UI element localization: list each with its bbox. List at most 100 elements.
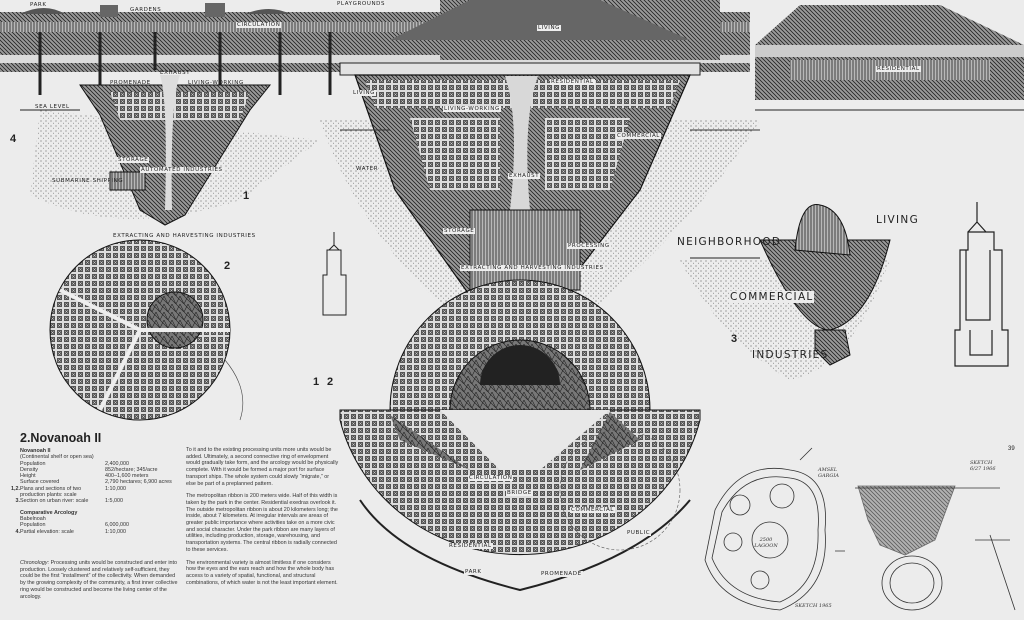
spec-row: Babelnoah bbox=[6, 516, 172, 522]
label-extracting-4: EXTRACTING AND HARVESTING INDUSTRIES bbox=[113, 233, 256, 239]
label-park-plan: PARK bbox=[464, 569, 483, 575]
sketch-section-and-plan bbox=[855, 485, 1016, 611]
body-paragraph: The metropolitan ribbon is 200 meters wi… bbox=[186, 493, 338, 553]
empire-state-comparison-small bbox=[322, 232, 347, 316]
plan-1-2-metropolitan-ribbon bbox=[339, 279, 701, 592]
figure-number-4: 4 bbox=[10, 133, 17, 145]
specs-subheading: (Continental shelf or open sea) bbox=[20, 454, 94, 461]
chronology-lead: Chronology: bbox=[20, 560, 50, 566]
label-exhaust-4: EXHAUST bbox=[160, 70, 191, 76]
section-4-production-plant bbox=[20, 75, 320, 226]
spec-row: 1,2.Plans and sections of two production… bbox=[6, 486, 172, 499]
spec-cell: Section on urban river: scale bbox=[20, 498, 89, 505]
label-automated-industries: AUTOMATED INDUSTRIES bbox=[140, 167, 224, 173]
label-neighborhood: NEIGHBORHOOD bbox=[677, 236, 782, 248]
spec-row: 4.Partial elevation: scale 1:10,000 bbox=[6, 529, 172, 535]
figure-number-1: 1 bbox=[243, 190, 250, 202]
figure-number-2: 2 bbox=[224, 260, 231, 272]
spec-row: Novanoah II bbox=[6, 448, 172, 454]
spec-row: Density 852/hectare; 345/acre bbox=[6, 467, 172, 473]
partial-elevation-4 bbox=[0, 0, 750, 95]
spec-cell: 6,000,000 bbox=[105, 522, 129, 529]
spec-cell: Population bbox=[20, 522, 46, 529]
spec-cell: 4. bbox=[15, 528, 21, 535]
spec-row: Population 2,400,000 bbox=[6, 461, 172, 467]
chronology-body: Processing units would be constructed an… bbox=[20, 560, 178, 600]
spec-cell: 2,400,000 bbox=[105, 460, 129, 467]
spec-cell: Partial elevation: scale bbox=[20, 528, 74, 535]
spec-cell: Density bbox=[20, 466, 38, 473]
label-playgrounds: PLAYGROUNDS bbox=[336, 1, 387, 7]
spec-cell: Surface covered bbox=[20, 479, 60, 486]
label-water: WATER bbox=[356, 166, 379, 172]
spec-cell: 1:10,000 bbox=[105, 528, 126, 535]
spec-cell: 400–1,600 meters bbox=[105, 473, 149, 480]
body-paragraph: The environmental variety is almost limi… bbox=[186, 559, 338, 586]
sketch-note-1966: SKETCH 6/27 1966 bbox=[970, 460, 996, 472]
comparative-heading: Comparative Arcology bbox=[20, 509, 78, 516]
label-commercial-1: COMMERCIAL bbox=[616, 133, 661, 139]
label-living-elevation: LIVING bbox=[537, 25, 562, 31]
label-processing: PROCESSING bbox=[567, 243, 611, 249]
label-promenade-4: PROMENADE bbox=[110, 80, 151, 86]
label-circulation: CIRCULATION bbox=[236, 22, 282, 28]
spec-row: Comparative Arcology bbox=[6, 510, 172, 516]
spec-cell: 852/hectare; 345/acre bbox=[105, 466, 158, 473]
label-extracting-1: EXTRACTING AND HARVESTING INDUSTRIES bbox=[460, 265, 605, 271]
chronology-paragraph: Chronology: Processing units would be co… bbox=[20, 560, 178, 600]
figure-number-2-plan: 2 bbox=[327, 376, 334, 388]
spec-cell: 2,790 hectares; 6,900 acres bbox=[105, 479, 172, 486]
label-park: PARK bbox=[30, 2, 47, 8]
spec-row: 3.Section on urban river: scale 1:5,000 bbox=[6, 498, 172, 504]
label-residential-plan: RESIDENTIAL bbox=[448, 543, 493, 549]
label-storage-4: STORAGE bbox=[117, 157, 150, 163]
spec-row: (Continental shelf or open sea) bbox=[6, 454, 172, 460]
sketch-note-lagoon: 2500 LAGOON bbox=[754, 537, 778, 549]
label-submarine-shipping: SUBMARINE SHIPPING bbox=[52, 178, 124, 184]
label-public: PUBLIC bbox=[626, 530, 652, 536]
figure-number-1-plan: 1 bbox=[313, 376, 320, 388]
specs-table: Novanoah II (Continental shelf or open s… bbox=[6, 448, 172, 535]
label-living-working-4: LIVING-WORKING bbox=[188, 80, 244, 86]
sketch-note-1965: SKETCH 1965 bbox=[795, 603, 832, 609]
figure-number-3: 3 bbox=[731, 333, 738, 345]
label-commercial-plan: COMMERCIAL bbox=[570, 507, 615, 513]
label-residential-1: RESIDENTIAL bbox=[550, 79, 595, 85]
page-number: 39 bbox=[1008, 446, 1015, 452]
spec-cell: Plans and sections of two production pla… bbox=[20, 485, 82, 499]
spec-cell: Height bbox=[20, 473, 36, 480]
label-living-3: LIVING bbox=[876, 214, 920, 226]
body-text-column: To it and to the existing processing uni… bbox=[186, 447, 340, 592]
spec-cell: 1:10,000 bbox=[105, 485, 126, 492]
spec-cell: 1,2. bbox=[11, 485, 20, 492]
label-living-working-1: LIVING-WORKING bbox=[443, 106, 501, 112]
spec-cell: Population bbox=[20, 460, 46, 467]
label-exhaust-1: EXHAUST bbox=[508, 173, 541, 179]
specs-heading: Novanoah II bbox=[20, 448, 51, 454]
sketch-note-amsel: AMSEL GARGIA bbox=[818, 467, 839, 479]
label-commercial-3: COMMERCIAL bbox=[730, 291, 814, 303]
label-industries: INDUSTRIES bbox=[752, 349, 829, 361]
section-1-production-plant bbox=[320, 62, 760, 331]
spec-cell: 1:5,000 bbox=[105, 498, 123, 505]
spec-row: Population 6,000,000 bbox=[6, 522, 172, 528]
spec-row: Surface covered 2,790 hectares; 6,900 acr… bbox=[6, 479, 172, 485]
label-storage-1: STORAGE bbox=[443, 228, 476, 234]
label-sea-level: SEA LEVEL bbox=[35, 104, 70, 110]
body-paragraph: To it and to the existing processing uni… bbox=[186, 447, 339, 487]
section-3-urban-river bbox=[680, 204, 891, 380]
plan-2-circular bbox=[49, 239, 244, 421]
label-gardens: GARDENS bbox=[130, 7, 162, 13]
spec-row: Height 400–1,600 meters bbox=[6, 473, 172, 479]
empire-state-comparison-large bbox=[954, 202, 1009, 367]
label-living-1: LIVING bbox=[352, 90, 377, 96]
label-promenade-plan: PROMENADE bbox=[540, 571, 583, 577]
label-residential-tower: RESIDENTIAL bbox=[876, 66, 921, 72]
label-bridge: BRIDGE bbox=[506, 490, 533, 496]
sketch-plan-lagoon bbox=[704, 447, 845, 611]
residential-tower-elevation bbox=[755, 5, 1024, 111]
label-circulation-plan: CIRCULATION bbox=[468, 475, 514, 481]
page-title: 2.Novanoah II bbox=[20, 431, 102, 445]
spec-cell: 3. bbox=[15, 498, 21, 505]
